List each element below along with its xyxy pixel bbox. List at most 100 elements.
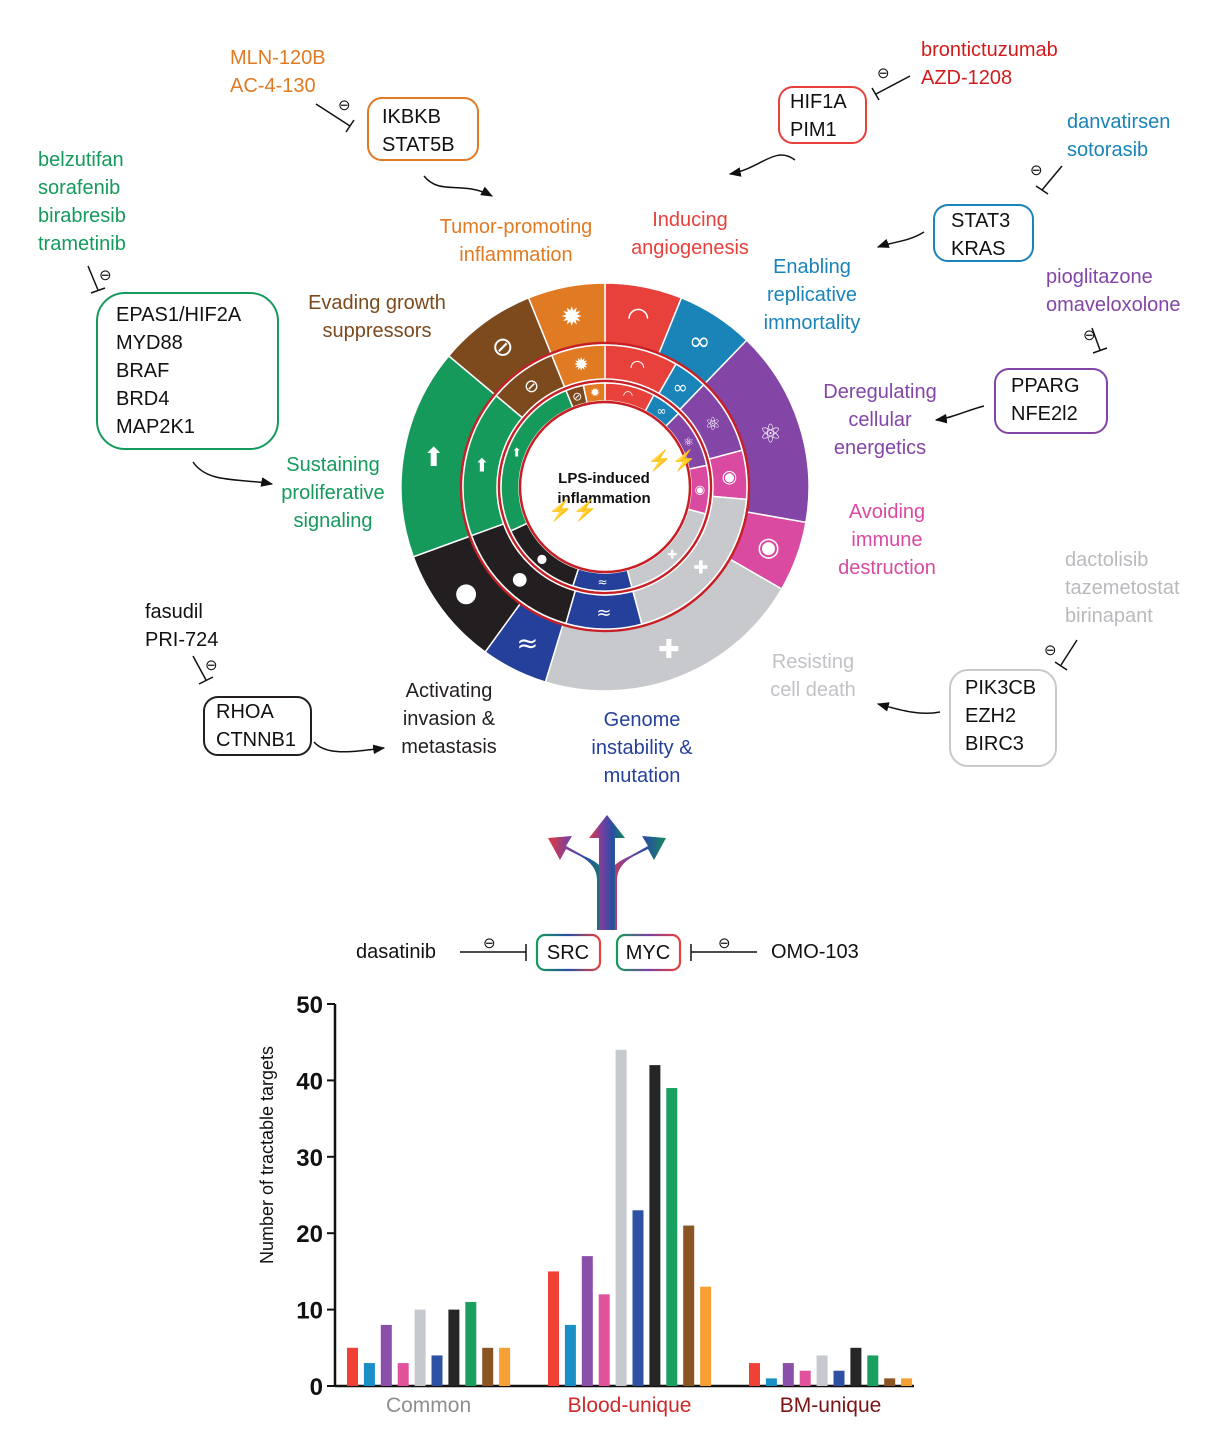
inhibit-icon: ⊖: [877, 65, 890, 82]
cross-icon: ✚: [693, 558, 708, 579]
drug-label: danvatirsen: [1067, 111, 1170, 133]
bar: [598, 1294, 610, 1386]
gene-label: BRAF: [116, 360, 169, 382]
gene-label: NFE2l2: [1011, 403, 1078, 425]
eye-icon: ◉: [695, 483, 705, 497]
drug-label: AC-4-130: [230, 75, 316, 97]
angiogenesis-icon: ◠: [629, 357, 645, 378]
infinity-icon: ∞: [673, 377, 688, 398]
svg-text:destruction: destruction: [838, 557, 936, 579]
bar: [700, 1286, 712, 1386]
dna-icon: ≈: [597, 575, 607, 589]
y-tick-label: 40: [296, 1068, 323, 1095]
x-category-label: BM-unique: [780, 1394, 882, 1417]
x-category-label: Blood-unique: [568, 1394, 692, 1417]
bar: [632, 1210, 644, 1386]
effect-arrow: [313, 741, 386, 755]
gene-label: PIK3CB: [965, 677, 1036, 699]
bar: [397, 1363, 409, 1386]
svg-text:Deregulating: Deregulating: [823, 381, 936, 403]
inhibit-icon: ⊖: [99, 267, 112, 284]
inhibit-icon: ⊖: [1083, 327, 1096, 344]
svg-text:Evading growth: Evading growth: [308, 292, 446, 314]
bar: [765, 1378, 777, 1386]
gene-label: EZH2: [965, 705, 1016, 727]
svg-text:suppressors: suppressors: [323, 320, 432, 342]
gene-box: [367, 97, 479, 161]
drug-label: dasatinib: [356, 941, 436, 963]
inhibit-icon: ⊖: [718, 935, 731, 952]
hallmark-label-inflammation: Tumor-promoting inflammation: [440, 216, 593, 266]
bar: [666, 1088, 678, 1386]
cross-icon: ✚: [667, 547, 677, 561]
svg-text:signaling: signaling: [294, 510, 373, 532]
center-hub: LPS-induced inflammation ⚡⚡ ⚡⚡: [548, 448, 697, 522]
svg-text:energetics: energetics: [834, 437, 926, 459]
bar: [363, 1363, 375, 1386]
svg-text:Genome: Genome: [604, 709, 681, 731]
drug-label: brontictuzumab: [921, 39, 1058, 61]
stop-icon: ⊘: [572, 389, 582, 403]
drug-label: fasudil: [145, 601, 203, 623]
center-circle: [518, 400, 692, 574]
svg-text:inflammation: inflammation: [459, 244, 572, 266]
gene-label: MYC: [626, 942, 670, 964]
svg-text:cellular: cellular: [848, 409, 912, 431]
bar: [448, 1309, 460, 1386]
bar: [901, 1378, 913, 1386]
gene-label: SRC: [547, 942, 589, 964]
svg-text:Enabling: Enabling: [773, 256, 851, 278]
svg-text:Inducing: Inducing: [652, 209, 728, 231]
y-tick-label: 30: [296, 1145, 323, 1172]
gene-label: BRD4: [116, 388, 169, 410]
gene-label: MYD88: [116, 332, 183, 354]
inhibit-icon: ⊖: [205, 657, 218, 674]
target-group-proliferative: belzutifan sorafenib birabresib trametin…: [38, 149, 279, 487]
svg-text:immortality: immortality: [764, 312, 861, 334]
gene-box: [933, 204, 1034, 262]
target-group-invasion: fasudil PRI-724 ⊖ RHOA CTNNB1: [145, 601, 386, 756]
target-group-immortality: danvatirsen sotorasib ⊖ STAT3 KRAS: [876, 111, 1170, 262]
eye-icon: ◉: [722, 466, 738, 487]
bars: [347, 1049, 913, 1386]
bar: [850, 1347, 862, 1386]
gene-box: [535, 933, 602, 972]
wheel-middle-segment: [550, 344, 606, 388]
target-group-inflammation: MLN-120B AC-4-130 ⊖ IKBKB STAT5B: [230, 47, 494, 197]
drug-label: MLN-120B: [230, 47, 326, 69]
y-tick-label: 50: [296, 992, 323, 1019]
bar: [414, 1309, 426, 1386]
hallmark-label-genome: Genome instability & mutation: [591, 709, 693, 787]
bar: [816, 1355, 828, 1386]
bar: [615, 1049, 627, 1386]
y-axis-label: Number of tractable targets: [257, 1046, 277, 1264]
effect-arrow: [728, 154, 796, 177]
gene-label: PIM1: [790, 119, 837, 141]
bar: [581, 1256, 593, 1386]
bar-chart: Number of tractable targets 01020304050 …: [257, 992, 914, 1417]
angiogenesis-icon: ◠: [623, 388, 633, 402]
hallmark-label-immune: Avoiding immune destruction: [838, 501, 936, 579]
hallmark-labels: Tumor-promoting inflammation Inducing an…: [281, 209, 936, 787]
effect-arrow: [876, 702, 941, 715]
drug-label: PRI-724: [145, 629, 218, 651]
dna-icon: ≈: [596, 602, 611, 623]
cross-icon: ✚: [658, 635, 680, 665]
gene-label: STAT3: [951, 210, 1010, 232]
svg-text:Sustaining: Sustaining: [286, 454, 379, 476]
drug-label: omaveloxolone: [1046, 294, 1181, 316]
hallmark-label-immortality: Enabling replicative immortality: [764, 256, 861, 334]
drug-label: tazemetostat: [1065, 577, 1180, 599]
eye-icon: ◉: [757, 533, 780, 563]
flame-icon: ✹: [561, 302, 583, 332]
drug-label: birabresib: [38, 205, 126, 227]
svg-text:invasion &: invasion &: [403, 708, 496, 730]
effect-arrow: [934, 405, 985, 424]
gene-label: IKBKB: [382, 106, 441, 128]
effect-arrow: [423, 175, 494, 197]
bar: [799, 1370, 811, 1386]
center-label-line1: LPS-induced: [558, 470, 650, 487]
hallmark-label-cell-death: Resisting cell death: [770, 651, 856, 701]
